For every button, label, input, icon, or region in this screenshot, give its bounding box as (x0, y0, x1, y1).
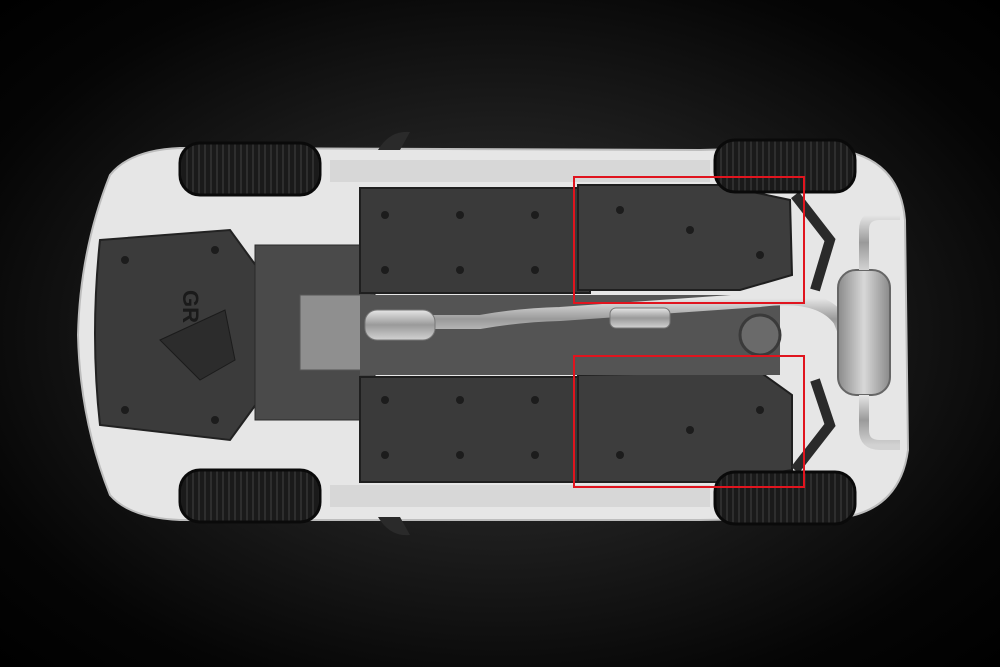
front-right-tire (178, 468, 322, 524)
exhaust-pipe (368, 291, 855, 347)
rear-suspension-arm-top (791, 191, 836, 292)
highlight-box-rear-undercover-top (573, 176, 805, 304)
front-undercover-detail (159, 309, 236, 381)
gr-badge: GR (178, 290, 203, 323)
tailpipe-top (859, 210, 900, 270)
catalytic-converter (364, 309, 436, 341)
highlight-box-rear-undercover-bottom (573, 355, 805, 488)
center-undercover-bottom (359, 376, 591, 483)
mirror-top (378, 131, 410, 150)
side-skirt-bottom (330, 485, 710, 507)
front-left-tire (178, 141, 322, 197)
rear-right-tire (713, 470, 857, 526)
center-undercover-top (359, 187, 591, 294)
mirror-bottom (378, 517, 410, 536)
muffler (837, 269, 891, 396)
engine-crossmember (299, 294, 371, 371)
rear-differential (738, 313, 782, 357)
bolt-details (121, 206, 764, 459)
rear-suspension-arm-bottom (791, 378, 836, 474)
rear-left-tire (713, 138, 857, 194)
tailpipe-bottom (859, 395, 900, 450)
center-resonator (609, 307, 671, 329)
